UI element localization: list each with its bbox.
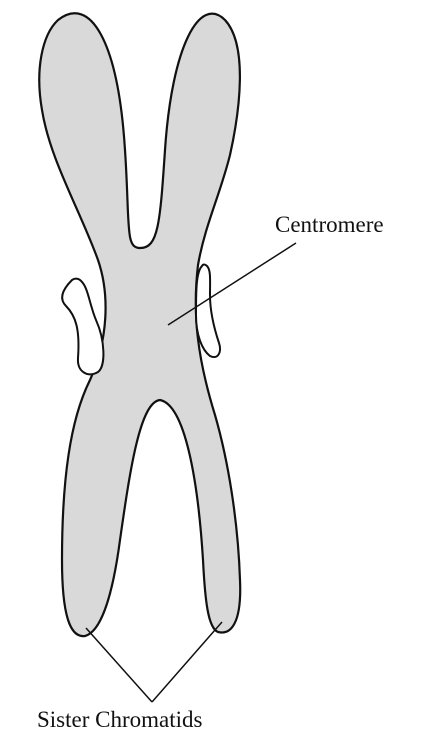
chromatid-pointer-line-left xyxy=(86,628,152,702)
chromatid-pointer-line-right xyxy=(152,622,222,702)
kinetochore-left xyxy=(62,279,103,375)
sister-chromatids-label: Sister Chromatids xyxy=(37,708,202,731)
centromere-label: Centromere xyxy=(275,213,384,236)
